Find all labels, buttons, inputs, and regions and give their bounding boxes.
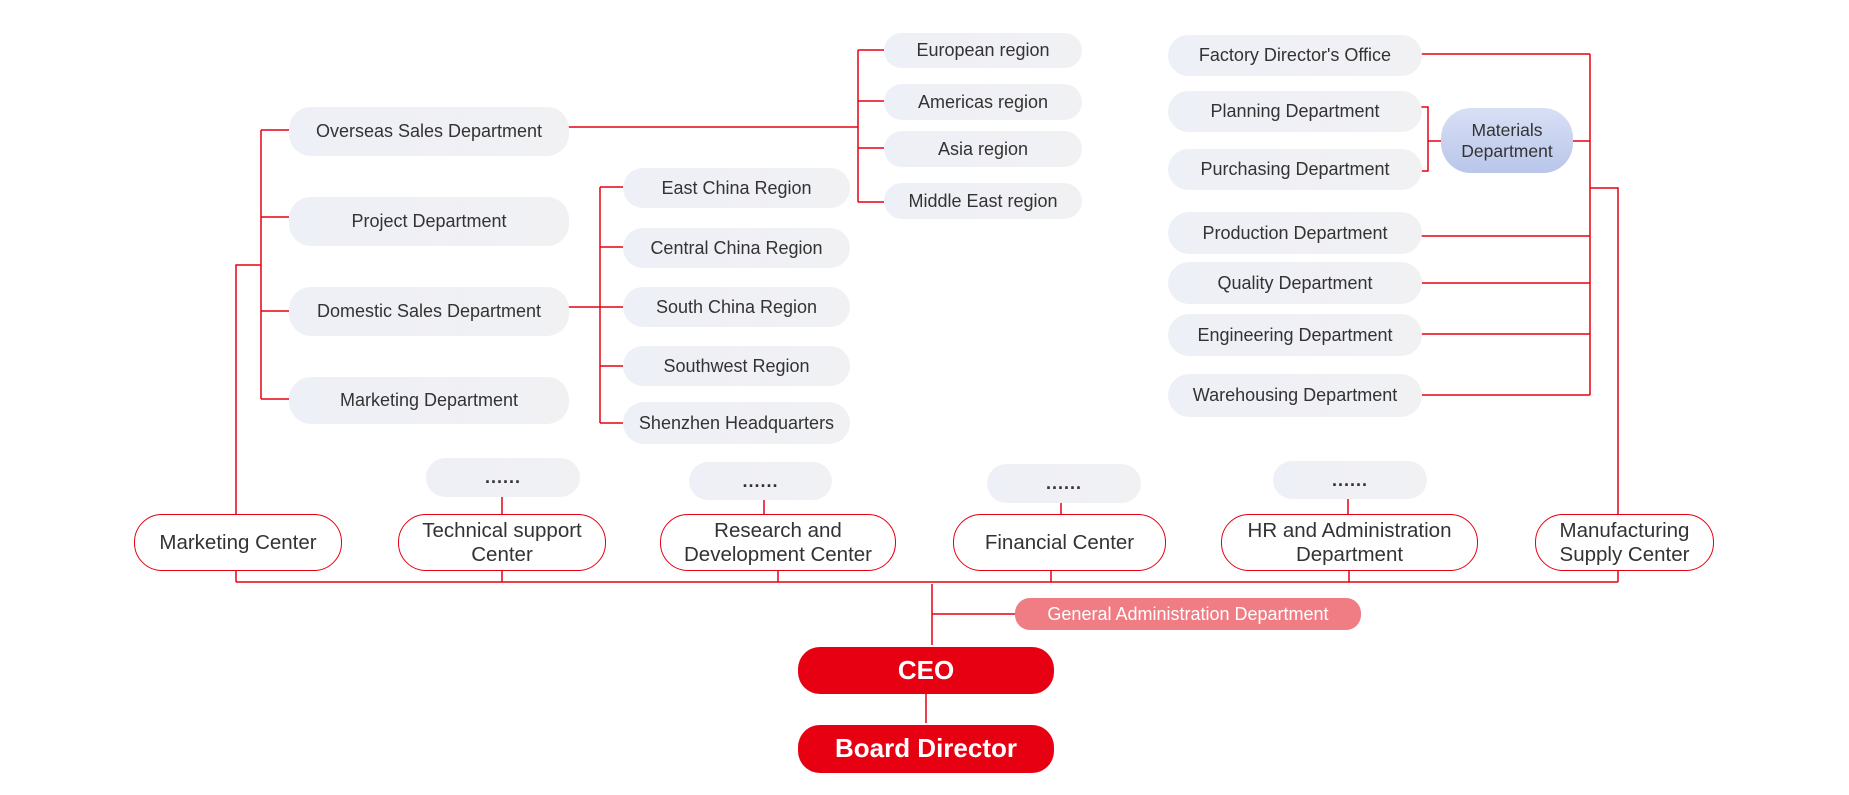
quality-department-node: Quality Department: [1168, 262, 1422, 304]
marketing-center-node: Marketing Center: [134, 514, 342, 571]
hr-placeholder-node: ......: [1273, 461, 1427, 499]
central-china-region-node: Central China Region: [623, 228, 850, 268]
connector-marketing-spine: [235, 264, 261, 514]
rnd-center-node: Research and Development Center: [660, 514, 896, 571]
general-administration-node: General Administration Department: [1015, 598, 1361, 630]
middle-east-region-node: Middle East region: [884, 183, 1082, 219]
project-department-node: Project Department: [289, 197, 569, 246]
domestic-sales-node: Domestic Sales Department: [289, 287, 569, 336]
materials-department-node: Materials Department: [1441, 108, 1573, 173]
ceo-node: CEO: [798, 647, 1054, 694]
financial-center-node: Financial Center: [953, 514, 1166, 571]
southwest-region-node: Southwest Region: [623, 346, 850, 386]
overseas-sales-node: Overseas Sales Department: [289, 107, 569, 156]
financial-placeholder-node: ......: [987, 464, 1141, 503]
purchasing-department-node: Purchasing Department: [1168, 149, 1422, 190]
production-department-node: Production Department: [1168, 212, 1422, 254]
planning-department-node: Planning Department: [1168, 91, 1422, 132]
warehousing-department-node: Warehousing Department: [1168, 374, 1422, 417]
east-china-region-node: East China Region: [623, 168, 850, 208]
marketing-department-node: Marketing Department: [289, 377, 569, 424]
technical-support-center-node: Technical support Center: [398, 514, 606, 571]
asia-region-node: Asia region: [884, 131, 1082, 167]
rnd-placeholder-node: ......: [689, 462, 832, 500]
engineering-department-node: Engineering Department: [1168, 314, 1422, 356]
south-china-region-node: South China Region: [623, 287, 850, 327]
shenzhen-headquarters-node: Shenzhen Headquarters: [623, 402, 850, 444]
americas-region-node: Americas region: [884, 84, 1082, 120]
board-director-node: Board Director: [798, 725, 1054, 773]
european-region-node: European region: [884, 33, 1082, 68]
technical-placeholder-node: ......: [426, 458, 580, 497]
hr-administration-node: HR and Administration Department: [1221, 514, 1478, 571]
factory-directors-office-node: Factory Director's Office: [1168, 35, 1422, 76]
manufacturing-supply-center-node: Manufacturing Supply Center: [1535, 514, 1714, 571]
connector-materials-bracket: [1420, 106, 1429, 172]
connector-manufacturing-spine: [1590, 187, 1619, 514]
